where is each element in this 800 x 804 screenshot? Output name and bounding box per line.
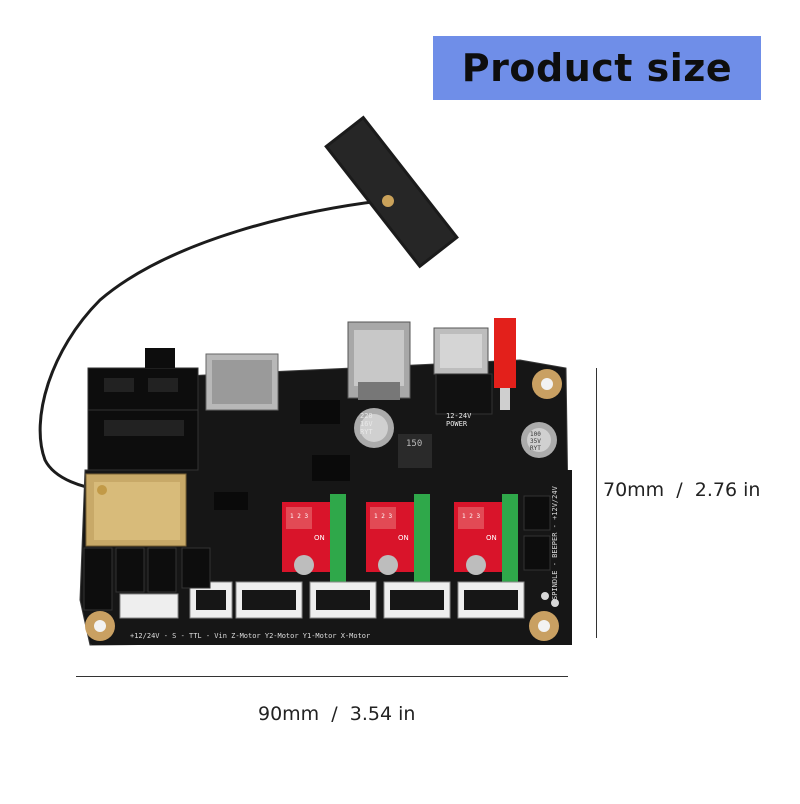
height-dimension-line — [596, 368, 597, 638]
silk-dip-1: 1 2 3 — [290, 513, 308, 520]
silk-on-3: ON — [486, 534, 497, 542]
silk-cap-100: 100 — [530, 431, 541, 438]
stepper-driver-1 — [282, 494, 346, 584]
silk-dip-2: 1 2 3 — [374, 513, 392, 520]
stepper-driver-3 — [454, 494, 518, 584]
silk-cap-16v: 16V — [360, 420, 373, 428]
red-led — [494, 318, 516, 388]
silk-on-2: ON — [398, 534, 409, 542]
silk-bottom-labels: +12/24V - S - TTL - Vin Z-Motor Y2-Motor… — [130, 632, 370, 640]
silk-dip-3: 1 2 3 — [462, 513, 480, 520]
silk-inductor: 150 — [406, 439, 422, 449]
silk-cap-ryt: RYT — [360, 428, 373, 436]
silk-cap-220: 220 — [360, 412, 373, 420]
stepper-driver-2 — [366, 494, 430, 584]
silk-cap-35v: 35V — [530, 438, 541, 445]
silk-side-labels: SPINDLE - BEEPER - +12V/24V — [551, 485, 559, 600]
title-text: Product size — [461, 46, 733, 90]
width-dimension-label: 90mm / 3.54 in — [258, 703, 416, 725]
silk-on-1: ON — [314, 534, 325, 542]
antenna-cable — [38, 198, 389, 492]
height-dimension-label: 70mm / 2.76 in — [603, 479, 761, 501]
width-dimension-line — [76, 676, 568, 677]
silk-voltage: 12-24V — [446, 412, 472, 420]
silk-cap-ryt2: RYT — [530, 445, 541, 452]
idc-header-top — [87, 348, 199, 471]
antenna-patch — [324, 115, 459, 269]
silk-power: POWER — [446, 420, 468, 428]
title-banner: Product size — [433, 36, 761, 100]
